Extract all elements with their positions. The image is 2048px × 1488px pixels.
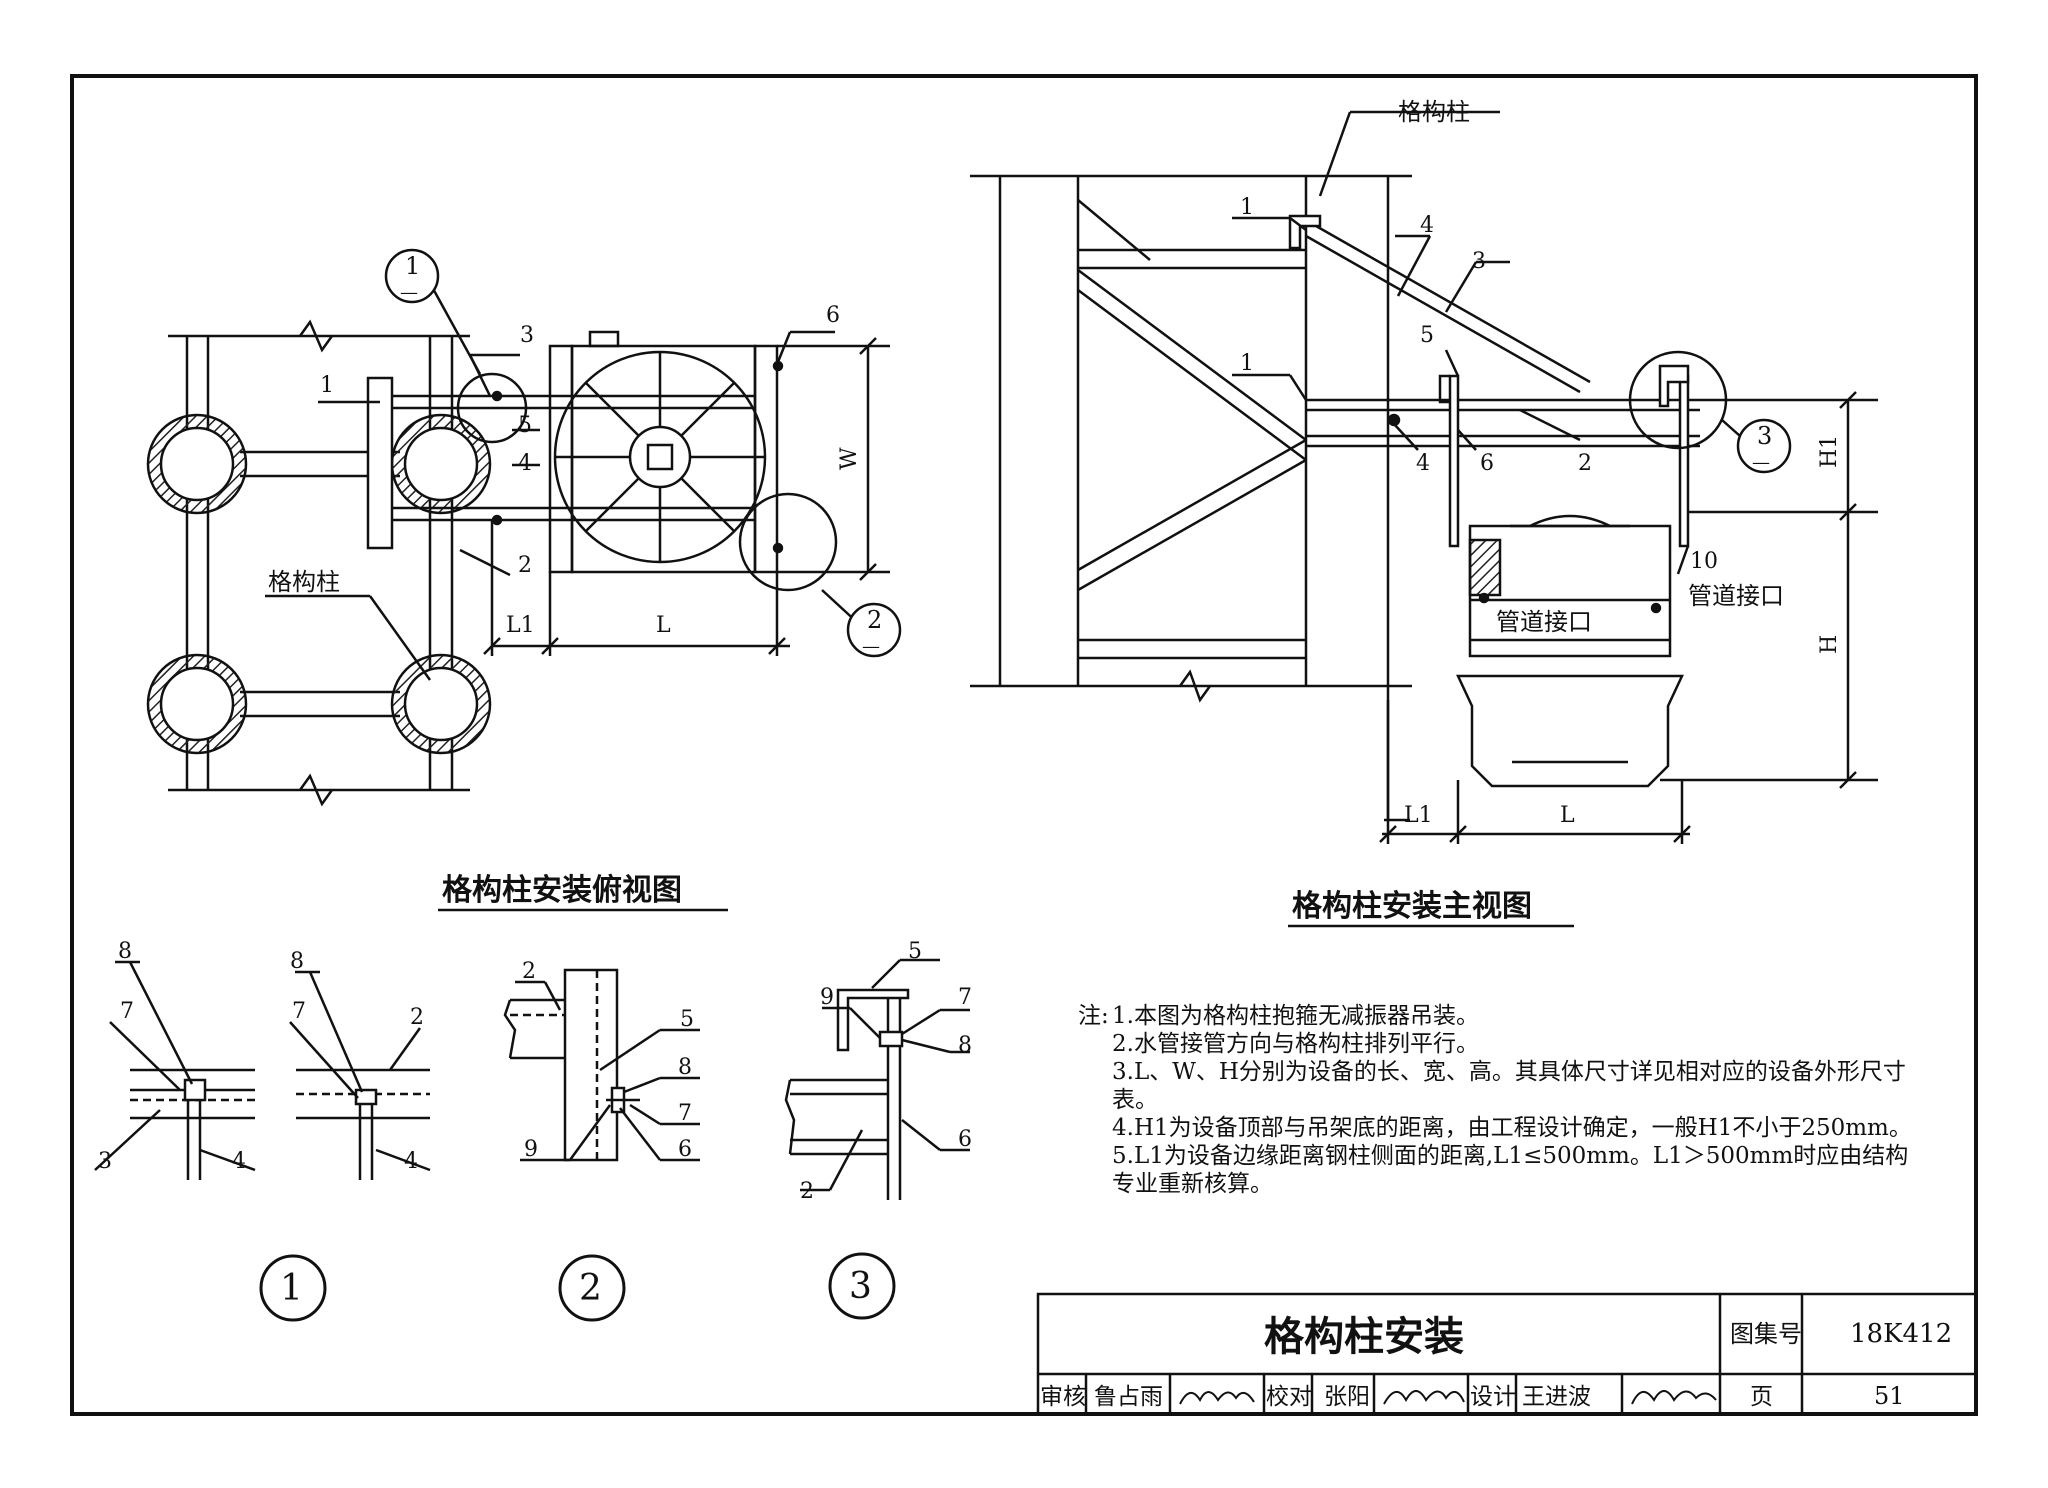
top-view-part-5: 5 xyxy=(518,413,532,438)
detail-3-label-6: 6 xyxy=(958,1127,972,1152)
top-view-title: 格构柱安装俯视图 xyxy=(442,873,682,908)
front-view-dim-l: L xyxy=(1560,803,1575,828)
front-view-dim-l1: L1 xyxy=(1404,803,1433,828)
front-view-part-10: 10 xyxy=(1690,549,1718,574)
front-view-part-6: 6 xyxy=(1480,451,1494,476)
title-block-page-label: 页 xyxy=(1750,1384,1773,1410)
detail-3-label-9: 9 xyxy=(820,985,834,1010)
top-view-part-1: 1 xyxy=(320,373,334,398)
detail-2-number: 2 xyxy=(579,1268,602,1309)
front-view-part-4a: 4 xyxy=(1420,213,1434,238)
detail-1a-label-8: 8 xyxy=(118,939,132,964)
top-view-dim-w: W xyxy=(837,447,862,470)
drawing-frame xyxy=(70,74,1978,1416)
front-view-part-5: 5 xyxy=(1420,323,1434,348)
top-view-callout-2-sub: — xyxy=(862,636,880,657)
title-block xyxy=(1036,1292,1978,1416)
title-block-review-label: 审核 xyxy=(1040,1384,1086,1410)
detail-1-number: 1 xyxy=(280,1268,303,1309)
title-block-page-no: 51 xyxy=(1874,1382,1905,1410)
note-text-3: 3.L、W、H分别为设备的长、宽、高。其具体尺寸详见相对应的设备外形尺寸表。 xyxy=(1112,1059,1906,1113)
notes: 注: 1.本图为格构柱抱箍无减振器吊装。 2.水管接管方向与格构柱排列平行。 3… xyxy=(1078,1002,1928,1198)
front-view-callout-3-sub: — xyxy=(1752,452,1770,473)
front-view-dim-h1: H1 xyxy=(1817,435,1842,468)
top-view-part-4: 4 xyxy=(518,451,532,476)
detail-3-label-2: 2 xyxy=(800,1179,814,1204)
detail-1a-label-4: 4 xyxy=(232,1149,246,1174)
title-block-design-label: 设计 xyxy=(1470,1384,1516,1410)
top-view-callout-1-sub: — xyxy=(400,282,418,303)
title-block-title: 格构柱安装 xyxy=(1264,1314,1464,1360)
front-view xyxy=(970,110,1878,844)
front-view-dim-h: H xyxy=(1817,635,1842,654)
note-item-1: 注: 1.本图为格构柱抱箍无减振器吊装。 xyxy=(1078,1002,1928,1030)
detail-2-label-2: 2 xyxy=(522,959,536,984)
top-view-dim-l: L xyxy=(656,613,671,638)
front-view-callout-3-num: 3 xyxy=(1757,422,1772,450)
detail-3-label-5: 5 xyxy=(908,939,922,964)
detail-2-label-6: 6 xyxy=(678,1137,692,1162)
detail-1b-label-4: 4 xyxy=(404,1149,418,1174)
checker-signature xyxy=(1383,1390,1465,1405)
top-view xyxy=(146,248,902,807)
title-block-atlas-no: 18K412 xyxy=(1850,1319,1952,1349)
note-text-2: 2.水管接管方向与格构柱排列平行。 xyxy=(1112,1031,1479,1057)
reviewer-signature xyxy=(1179,1391,1255,1405)
title-block-checker: 张阳 xyxy=(1324,1384,1370,1410)
top-view-column-label: 格构柱 xyxy=(268,568,340,596)
detail-1b-label-2: 2 xyxy=(410,1005,424,1030)
title-block-designer: 王进波 xyxy=(1522,1384,1591,1410)
detail-1a-label-7: 7 xyxy=(120,999,134,1024)
top-view-part-6: 6 xyxy=(826,303,840,328)
detail-2-label-7: 7 xyxy=(678,1101,692,1126)
top-view-part-3: 3 xyxy=(520,323,534,348)
note-text-1: 1.本图为格构柱抱箍无减振器吊装。 xyxy=(1112,1003,1479,1029)
front-view-part-3: 3 xyxy=(1472,249,1486,274)
detail-2 xyxy=(503,968,700,1322)
detail-3-label-7: 7 xyxy=(958,985,972,1010)
front-view-pipe-label-left: 管道接口 xyxy=(1496,608,1592,636)
detail-3-label-8: 8 xyxy=(958,1033,972,1058)
detail-3-number: 3 xyxy=(849,1266,872,1307)
title-block-reviewer: 鲁占雨 xyxy=(1094,1384,1163,1410)
top-view-callout-2-num: 2 xyxy=(867,606,882,634)
detail-2-label-9: 9 xyxy=(524,1137,538,1162)
detail-1a-label-3: 3 xyxy=(98,1149,112,1174)
designer-signature xyxy=(1631,1390,1717,1405)
top-view-callout-1-num: 1 xyxy=(405,252,420,280)
note-item-2: 2.水管接管方向与格构柱排列平行。 xyxy=(1078,1030,1928,1058)
detail-3 xyxy=(784,958,970,1320)
note-text-5: 5.L1为设备边缘距离钢柱侧面的距离,L1≤500mm。L1＞500mm时应由结… xyxy=(1112,1143,1909,1197)
detail-1 xyxy=(94,960,431,1322)
title-block-check-label: 校对 xyxy=(1266,1384,1312,1410)
front-view-pipe-label-right: 管道接口 xyxy=(1688,582,1784,610)
title-block-atlas-label: 图集号 xyxy=(1730,1320,1802,1348)
front-view-column-label: 格构柱 xyxy=(1398,98,1470,126)
front-view-part-1a: 1 xyxy=(1240,195,1254,220)
note-item-5: 5.L1为设备边缘距离钢柱侧面的距离,L1≤500mm。L1＞500mm时应由结… xyxy=(1078,1142,1928,1198)
front-view-part-1b: 1 xyxy=(1240,351,1254,376)
front-view-part-2: 2 xyxy=(1578,451,1592,476)
detail-1b-label-8: 8 xyxy=(290,949,304,974)
detail-2-label-8: 8 xyxy=(678,1055,692,1080)
front-view-title: 格构柱安装主视图 xyxy=(1292,889,1532,924)
notes-prefix: 注: xyxy=(1078,1003,1109,1029)
top-view-part-2: 2 xyxy=(518,553,532,578)
top-view-dim-l1: L1 xyxy=(506,613,535,638)
note-item-4: 4.H1为设备顶部与吊架底的距离，由工程设计确定，一般H1不小于250mm。 xyxy=(1078,1114,1928,1142)
front-view-part-4b: 4 xyxy=(1416,451,1430,476)
note-item-3: 3.L、W、H分别为设备的长、宽、高。其具体尺寸详见相对应的设备外形尺寸表。 xyxy=(1078,1058,1928,1114)
detail-1b-label-7: 7 xyxy=(292,999,306,1024)
detail-2-label-5: 5 xyxy=(680,1007,694,1032)
note-text-4: 4.H1为设备顶部与吊架底的距离，由工程设计确定，一般H1不小于250mm。 xyxy=(1112,1115,1912,1141)
